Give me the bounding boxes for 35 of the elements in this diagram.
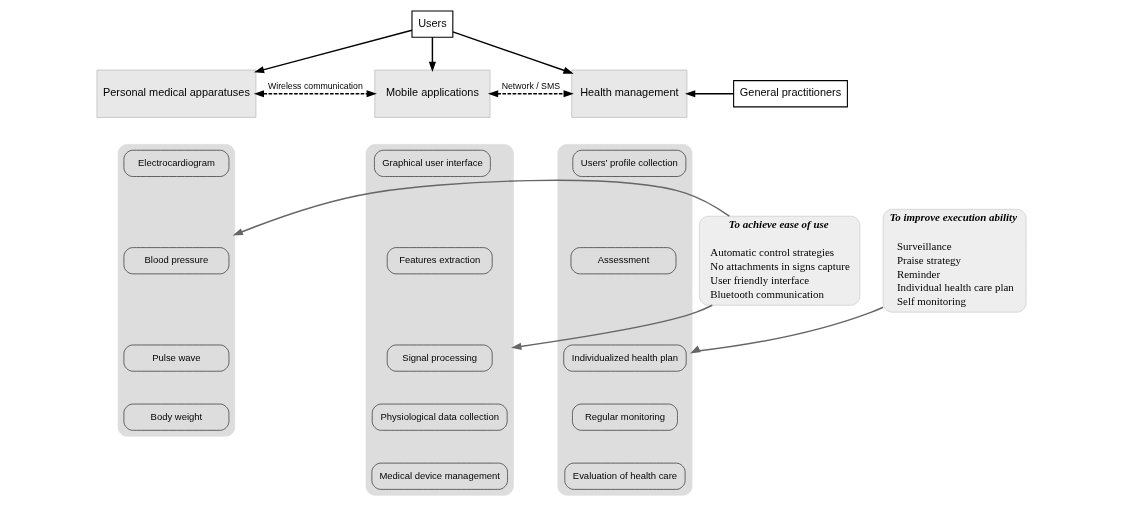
node-box: Graphical user interface [373,149,491,177]
edge-label: Network / SMS [501,81,560,92]
node-box: Blood pressure [123,247,229,275]
node-box: Health management [570,69,687,118]
arrow [253,90,377,98]
node-box: Users’ profile collection [571,149,686,177]
node-box: To improve execution ability Surveillance Praise strategy Reminder Individual health care plan Self monitoring [882,208,1026,313]
cluster [117,144,235,437]
node-box: Electrocardiogram [123,149,229,177]
node-box: To achieve ease of use Automatic control strategies No attachments in signs capture User friendly interface Bluetooth communication [698,215,860,306]
node-box: General practitioners [732,80,848,108]
arrow [232,179,730,236]
node-box: Personal medical apparatuses [96,69,256,118]
arrow [684,90,734,98]
arrow [689,306,884,354]
node-box: Body weight [123,403,229,431]
node-box: Individualized health plan [562,344,687,372]
node-box: Medical device management [371,462,508,490]
node-box: Users [410,10,453,38]
node-box: Pulse wave [123,344,229,372]
node-box: Regular monitoring [571,403,678,431]
cluster [557,144,692,496]
node-box: Signal processing [386,344,493,372]
node-box: Mobile applications [373,69,490,118]
node-box: Features extraction [386,247,493,275]
node-box: Evaluation of health care [563,462,685,490]
arrow [451,31,574,74]
arrow [253,29,413,74]
arrow [428,36,436,73]
arrow [487,90,574,98]
edge-label: Wireless communication [267,81,363,92]
node-box: Assessment [570,247,676,275]
arrow [510,304,713,350]
cluster [365,144,514,496]
node-box: Physiological data collection [371,403,508,431]
